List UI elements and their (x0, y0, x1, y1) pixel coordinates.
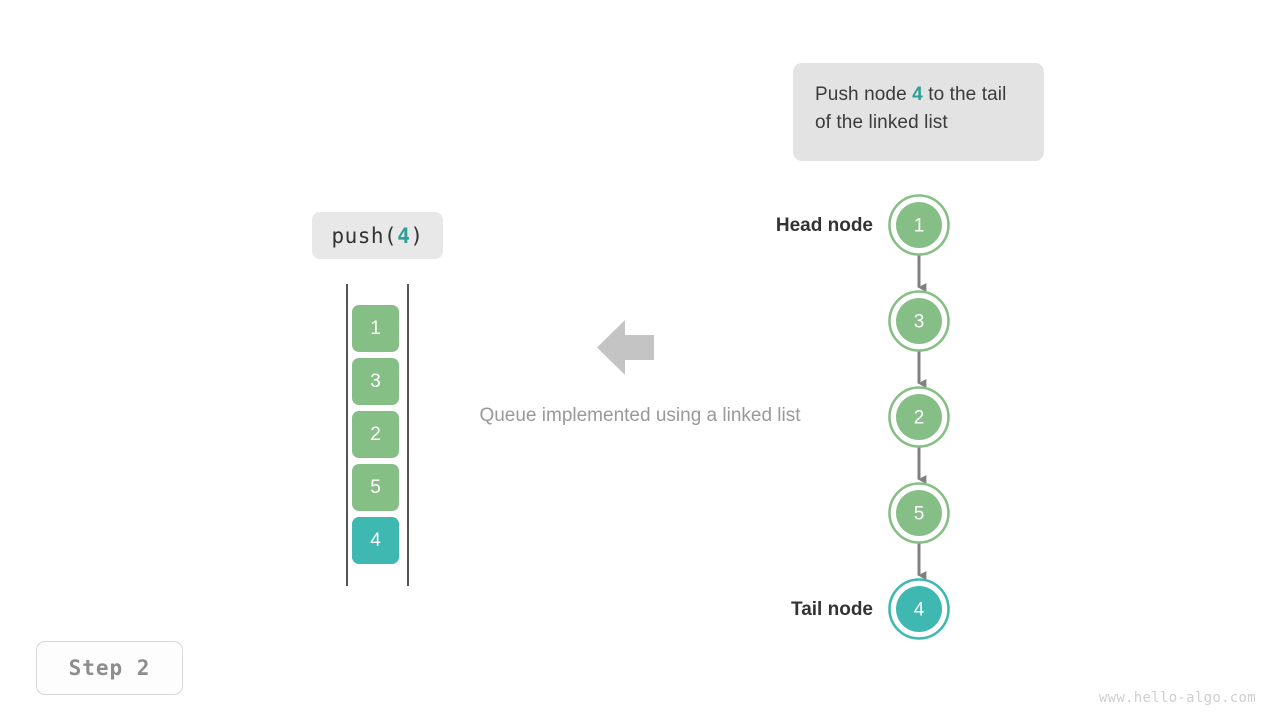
node-ring (888, 578, 950, 640)
linked-list-node: 4 (888, 578, 950, 640)
queue-cell: 5 (352, 464, 399, 511)
operation-fn-open: push( (331, 223, 398, 248)
linked-list-container: 1 3 2 5 4 (860, 175, 990, 645)
step-badge: Step 2 (36, 641, 183, 695)
queue-cell: 4 (352, 517, 399, 564)
step-badge-text: Step 2 (68, 656, 151, 680)
linked-list-node: 2 (888, 386, 950, 448)
node-value: 1 (914, 216, 925, 237)
linked-list-node: 3 (888, 290, 950, 352)
operation-fn-close: ) (410, 223, 424, 248)
queue-container: 1 3 2 5 4 (340, 284, 416, 586)
watermark: www.hello-algo.com (1098, 690, 1256, 706)
node-ring (888, 290, 950, 352)
queue-rail-left (346, 284, 348, 586)
operation-chip-text: push(4) (331, 224, 423, 248)
callout-text-before: Push node (815, 84, 913, 105)
operation-chip: push(4) (312, 212, 443, 259)
queue-cell: 1 (352, 305, 399, 352)
node-circle (896, 202, 942, 248)
queue-cell: 2 (352, 411, 399, 458)
operation-argument: 4 (397, 223, 411, 248)
callout-highlight-value: 4 (912, 84, 923, 105)
callout-text-after: to the tail of the linked list (815, 84, 1007, 133)
callout-text: Push node 4 to the tail of the linked li… (815, 81, 1022, 137)
node-ring (888, 194, 950, 256)
tail-node-label: Tail node (791, 599, 873, 620)
diagram-caption: Queue implemented using a linked list (479, 405, 801, 426)
node-value: 5 (914, 504, 925, 525)
linked-list-node: 5 (888, 482, 950, 544)
node-value: 3 (914, 312, 925, 333)
queue-cell: 3 (352, 358, 399, 405)
node-ring (888, 482, 950, 544)
node-value: 4 (914, 600, 925, 621)
node-circle (896, 490, 942, 536)
linked-list-node: 1 (888, 194, 950, 256)
node-circle (896, 394, 942, 440)
node-circle (896, 298, 942, 344)
node-value: 2 (914, 408, 925, 429)
node-circle (896, 586, 942, 632)
head-node-label: Head node (775, 215, 873, 236)
queue-rail-right (407, 284, 409, 586)
queue-cell-list: 1 3 2 5 4 (352, 305, 399, 570)
left-block-arrow-icon (597, 320, 654, 375)
callout-box: Push node 4 to the tail of the linked li… (793, 63, 1044, 161)
node-ring (888, 386, 950, 448)
